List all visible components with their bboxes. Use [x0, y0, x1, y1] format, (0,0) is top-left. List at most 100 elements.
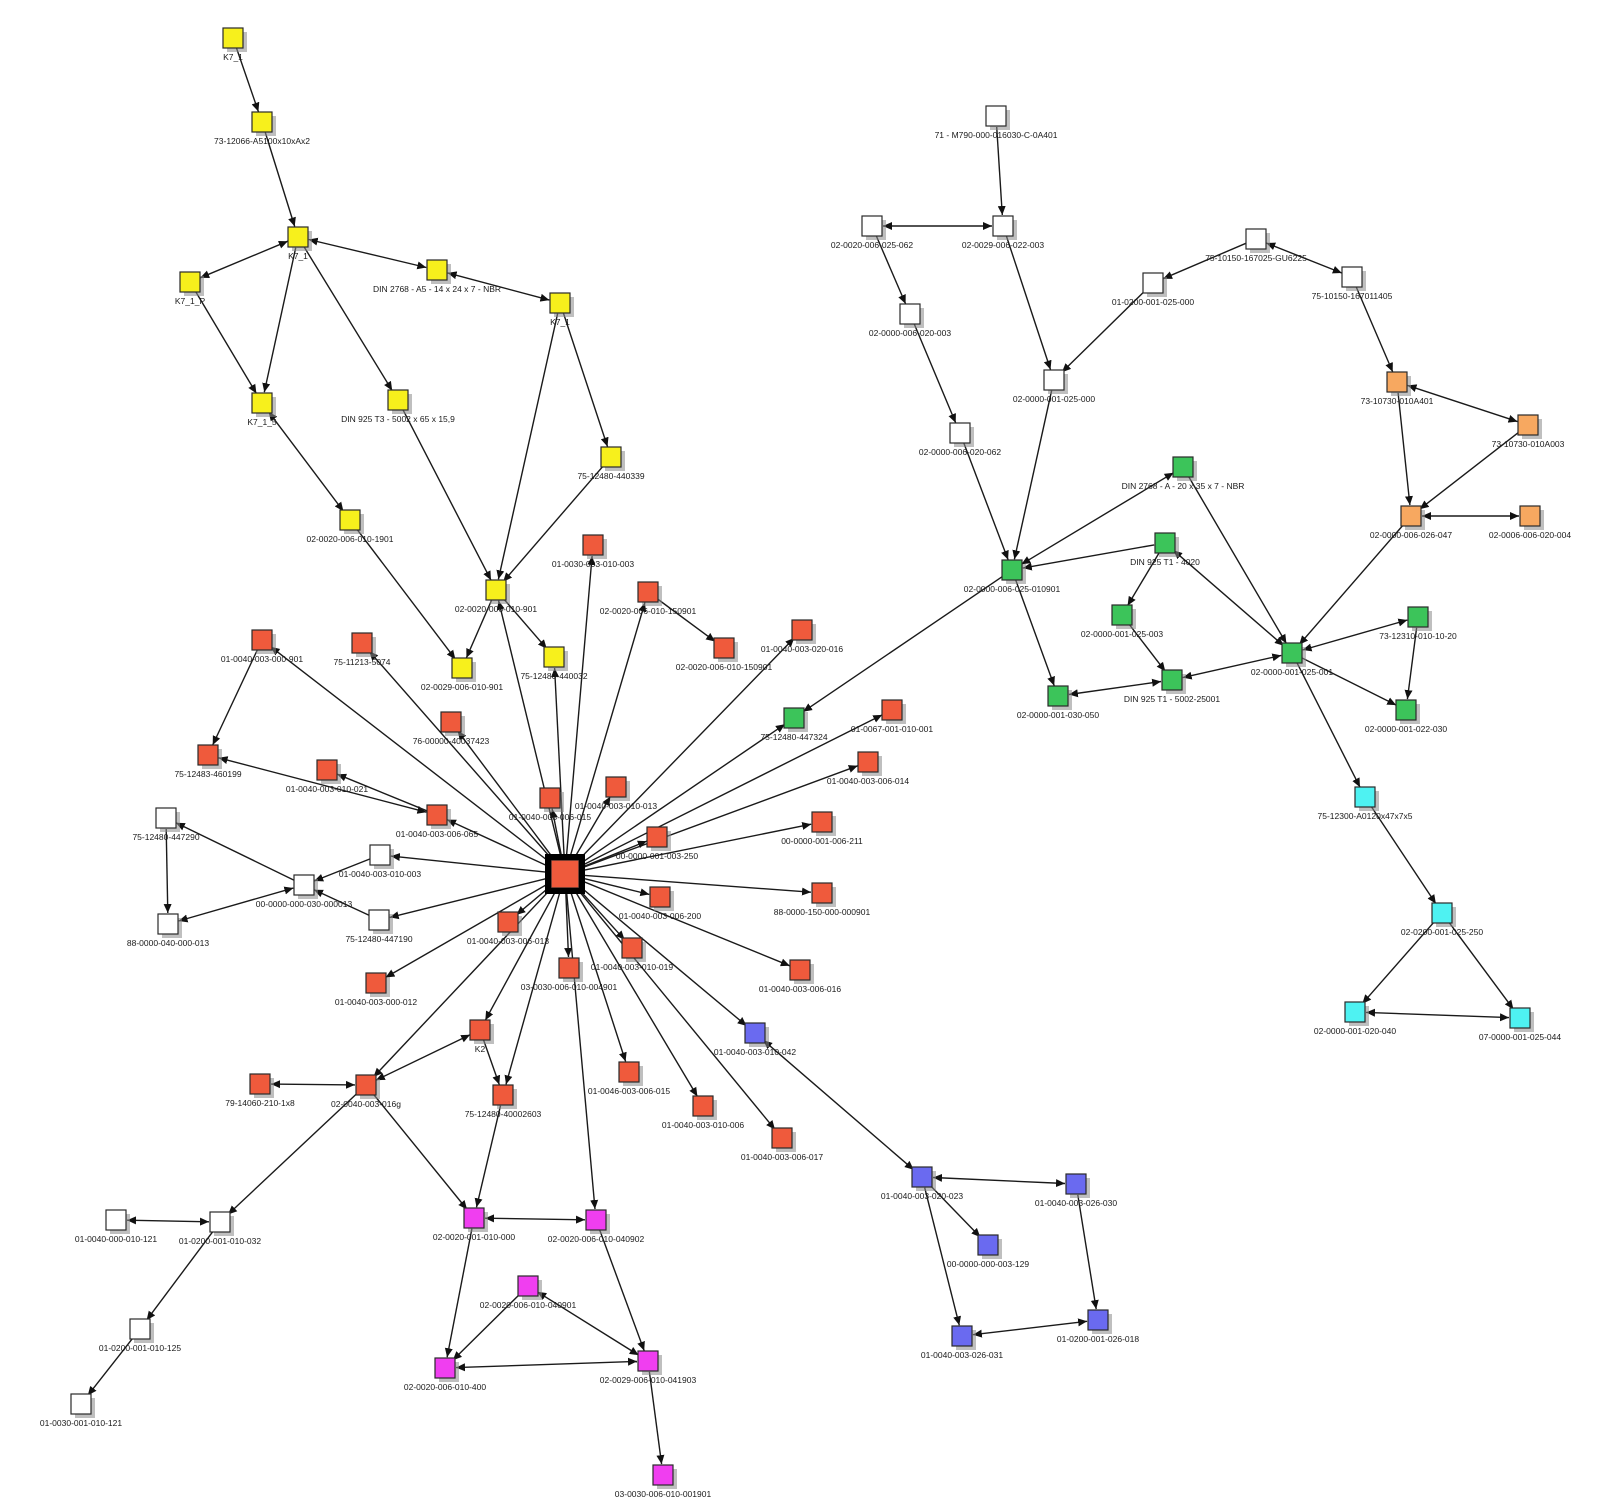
node-w1[interactable]: 75-12480-447290	[132, 807, 200, 842]
node-box[interactable]	[1142, 272, 1164, 294]
node-r23[interactable]: 03-0030-006-010-004901	[521, 957, 618, 992]
node-box[interactable]	[1407, 606, 1429, 628]
node-box[interactable]	[1047, 685, 1069, 707]
node-r14[interactable]: 01-0040-003-006-014	[827, 751, 910, 786]
node-box[interactable]	[637, 1350, 659, 1372]
node-box[interactable]	[1001, 559, 1023, 581]
node-box[interactable]	[985, 105, 1007, 127]
node-c2[interactable]: 02-0200-001-025-250	[1401, 902, 1484, 937]
node-t2[interactable]: 02-0020-006-025-062	[831, 215, 914, 250]
node-g10[interactable]: 75-12480-447324	[760, 707, 828, 742]
node-box[interactable]	[1386, 371, 1408, 393]
node-r4[interactable]: 01-0040-003-020-016	[761, 619, 844, 654]
node-w6[interactable]: 01-0040-000-010-121	[75, 1209, 158, 1244]
node-m2[interactable]: 02-0020-006-010-040902	[548, 1209, 645, 1244]
node-b5[interactable]: 01-0040-003-026-031	[921, 1325, 1004, 1360]
node-r2[interactable]: 02-0020-006-010-150901	[600, 581, 697, 616]
node-box[interactable]	[692, 1095, 714, 1117]
node-box[interactable]	[517, 1275, 539, 1297]
node-w5[interactable]: 75-12480-447190	[345, 909, 413, 944]
node-box[interactable]	[387, 389, 409, 411]
node-box[interactable]	[1087, 1309, 1109, 1331]
node-box[interactable]	[621, 937, 643, 959]
node-m3[interactable]: 02-0020-006-010-040901	[480, 1275, 577, 1310]
node-w8[interactable]: 01-0200-001-010-125	[99, 1318, 182, 1353]
node-r13[interactable]: 01-0067-001-010-001	[851, 699, 934, 734]
node-r21[interactable]: 01-0040-003-006-013	[467, 911, 550, 946]
node-box[interactable]	[857, 751, 879, 773]
node-box[interactable]	[365, 972, 387, 994]
node-b1[interactable]: 01-0040-003-010-042	[714, 1022, 797, 1057]
node-g1[interactable]: DIN 2768 - A - 20 x 35 x 7 - NBR	[1122, 456, 1245, 491]
node-box[interactable]	[861, 215, 883, 237]
node-y5[interactable]: DIN 2768 - A5 - 14 x 24 x 7 - NBR	[373, 259, 501, 294]
node-box[interactable]	[585, 1209, 607, 1231]
node-box[interactable]	[368, 909, 390, 931]
node-c3[interactable]: 02-0000-001-020-040	[1314, 1001, 1397, 1036]
node-g4[interactable]: 02-0000-001-025-003	[1081, 604, 1164, 639]
node-r16[interactable]: 00-0000-001-006-211	[781, 811, 863, 846]
node-box[interactable]	[899, 303, 921, 325]
node-box[interactable]	[550, 859, 580, 889]
node-r24[interactable]: K2	[469, 1019, 494, 1054]
node-r28[interactable]: 01-0046-003-006-015	[588, 1061, 671, 1096]
node-r6[interactable]: 75-11213-5074	[333, 632, 391, 667]
node-w3[interactable]: 00-0000-000-030-000013	[256, 874, 353, 909]
node-box[interactable]	[977, 1234, 999, 1256]
node-r3[interactable]: 02-0020-006-010-150901	[676, 637, 773, 672]
node-b6[interactable]: 01-0200-001-026-018	[1057, 1309, 1140, 1344]
node-r5[interactable]: 01-0040-003-000-901	[221, 629, 304, 664]
node-box[interactable]	[1341, 266, 1363, 288]
node-box[interactable]	[791, 619, 813, 641]
node-box[interactable]	[637, 581, 659, 603]
node-box[interactable]	[881, 699, 903, 721]
node-t3[interactable]: 02-0029-006-022-003	[962, 215, 1045, 250]
node-y9[interactable]: 75-12480-440339	[577, 446, 645, 481]
node-r29[interactable]: 01-0040-003-010-006	[662, 1095, 745, 1130]
node-box[interactable]	[251, 629, 273, 651]
node-g8[interactable]: 73-12310-010-10-20	[1379, 606, 1457, 641]
node-y4[interactable]: K7_1_P	[175, 271, 206, 306]
node-y11[interactable]: 02-0020-006-010-1901	[307, 509, 394, 544]
node-r25[interactable]: 79-14060-210-1x8	[225, 1073, 295, 1108]
node-box[interactable]	[209, 1211, 231, 1233]
node-m6[interactable]: 03-0030-006-010-001901	[615, 1464, 712, 1498]
node-box[interactable]	[451, 657, 473, 679]
node-box[interactable]	[558, 957, 580, 979]
node-box[interactable]	[155, 807, 177, 829]
node-box[interactable]	[157, 913, 179, 935]
node-box[interactable]	[497, 911, 519, 933]
node-box[interactable]	[1245, 228, 1267, 250]
node-box[interactable]	[355, 1074, 377, 1096]
node-r15[interactable]: 00-0000-001-003-250	[616, 826, 699, 861]
node-box[interactable]	[811, 811, 833, 833]
node-box[interactable]	[911, 1166, 933, 1188]
node-w2[interactable]: 88-0000-040-000-013	[127, 913, 210, 948]
node-w4[interactable]: 01-0040-003-010-003	[339, 844, 422, 879]
node-r22[interactable]: 01-0040-003-000-012	[335, 972, 418, 1007]
node-g6[interactable]: DIN 925 T1 - 5002-25001	[1124, 669, 1221, 704]
node-box[interactable]	[251, 111, 273, 133]
node-w7[interactable]: 01-0200-001-010-032	[179, 1211, 262, 1246]
node-y8[interactable]: DIN 925 T3 - 5002 x 65 x 15,9	[341, 389, 455, 424]
node-box[interactable]	[249, 1073, 271, 1095]
node-t7[interactable]: 75-10150-167025-GU6225	[1205, 228, 1307, 263]
node-b2[interactable]: 01-0040-003-020-023	[881, 1166, 964, 1201]
node-r18[interactable]: 01-0040-003-006-200	[619, 886, 702, 921]
node-y7[interactable]: K7_1_5	[247, 392, 277, 427]
node-box[interactable]	[649, 886, 671, 908]
node-box[interactable]	[222, 27, 244, 49]
node-box[interactable]	[434, 1357, 456, 1379]
node-r10[interactable]: 01-0040-003-006-065	[396, 804, 479, 839]
node-box[interactable]	[485, 579, 507, 601]
node-box[interactable]	[197, 744, 219, 766]
node-box[interactable]	[316, 759, 338, 781]
node-b3[interactable]: 01-0040-003-026-030	[1035, 1173, 1118, 1208]
node-y10[interactable]: 02-0020-006-010-901	[455, 579, 538, 614]
node-box[interactable]	[426, 259, 448, 281]
node-t5[interactable]: 02-0000-006-020-062	[919, 422, 1002, 457]
node-box[interactable]	[469, 1019, 491, 1041]
node-c4[interactable]: 07-0000-001-025-044	[1479, 1007, 1562, 1042]
node-box[interactable]	[1509, 1007, 1531, 1029]
node-o1[interactable]: 73-10730-010A401	[1361, 371, 1434, 406]
